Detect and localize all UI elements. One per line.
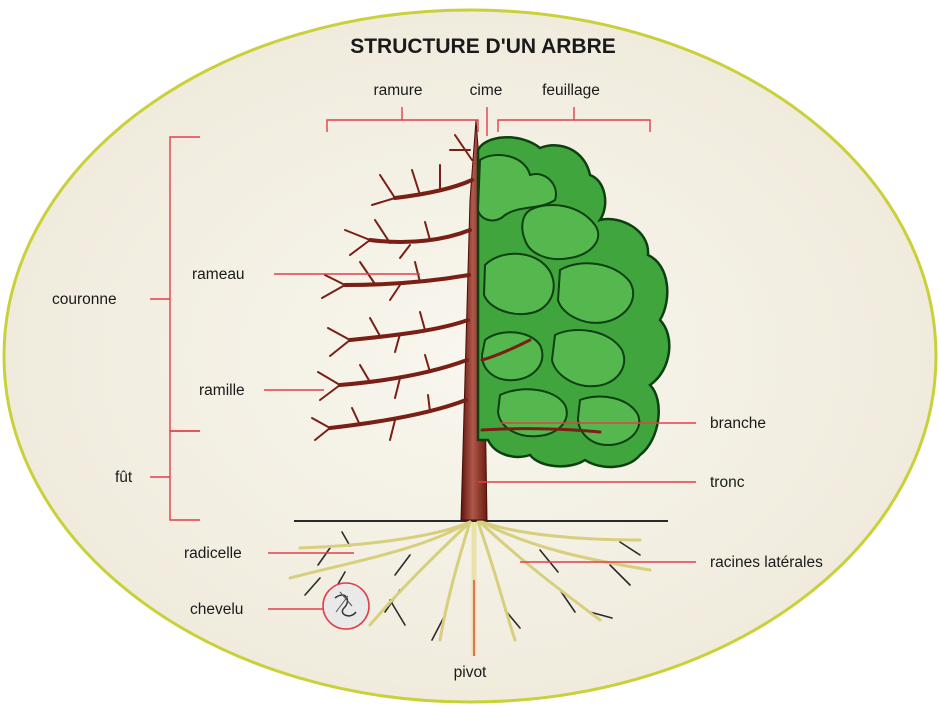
label-couronne: couronne: [52, 291, 117, 308]
chevelu-detail: [323, 583, 369, 629]
label-ramille: ramille: [199, 382, 245, 399]
label-rameau: rameau: [192, 266, 245, 283]
label-cime: cime: [470, 82, 503, 99]
label-tronc: tronc: [710, 474, 745, 491]
label-ramure: ramure: [373, 82, 422, 99]
label-pivot: pivot: [454, 664, 487, 681]
label-fut: fût: [115, 469, 133, 486]
diagram-title: STRUCTURE D'UN ARBRE: [350, 35, 616, 58]
label-feuillage: feuillage: [542, 82, 600, 99]
label-radicelle: radicelle: [184, 545, 242, 562]
label-branche: branche: [710, 415, 766, 432]
label-racines-laterales: racines latérales: [710, 554, 823, 571]
label-chevelu: chevelu: [190, 601, 243, 618]
